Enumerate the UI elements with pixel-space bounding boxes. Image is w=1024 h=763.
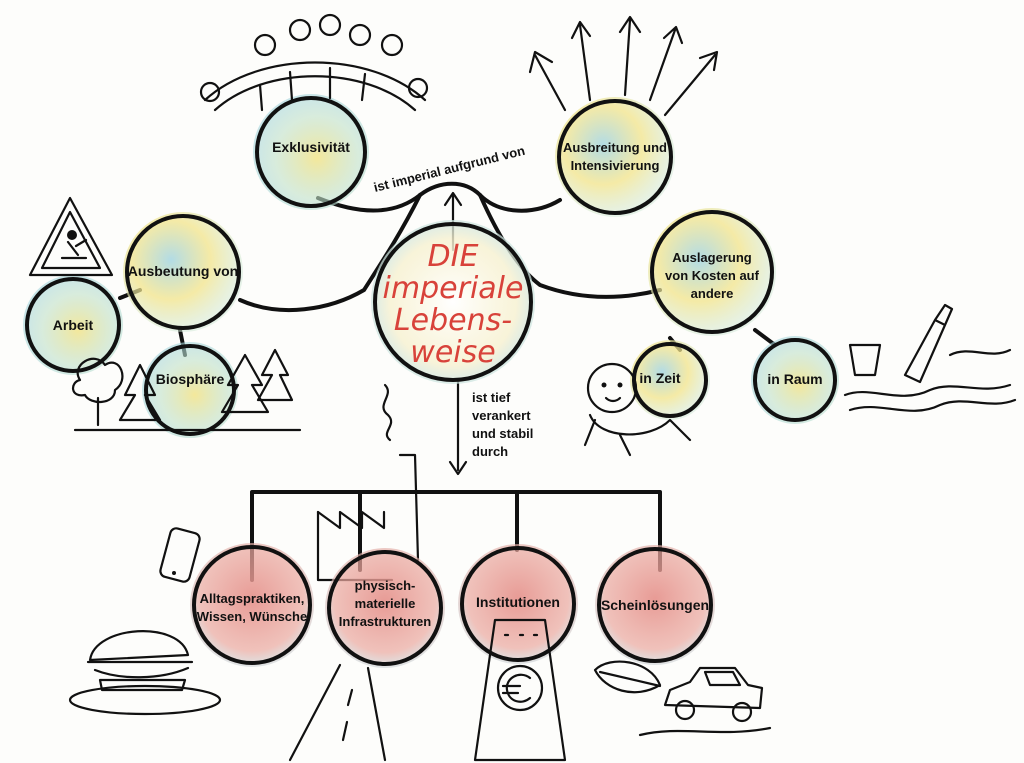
center-title-3: Lebens- bbox=[394, 303, 512, 338]
biosphaere-label: Biosphäre bbox=[156, 371, 225, 387]
alltag-label-2: Wissen, Wünsche bbox=[197, 609, 307, 624]
center-title-4: weise bbox=[410, 335, 495, 370]
arrows-up-icon bbox=[528, 15, 719, 117]
phone-icon bbox=[159, 527, 201, 583]
node-scheinloesungen: Scheinlösungen bbox=[595, 545, 715, 665]
node-exklusivitaet: Exklusivität bbox=[253, 94, 369, 210]
baby-icon bbox=[583, 362, 692, 457]
node-auslagerung: Auslagerung von Kosten auf andere bbox=[648, 208, 776, 336]
trash-bottle-icon bbox=[843, 303, 1017, 412]
node-institutionen: Institutionen bbox=[458, 544, 578, 664]
exklusivitaet-label: Exklusivität bbox=[272, 139, 350, 155]
alltag-label-1: Alltagspraktiken, bbox=[200, 591, 305, 606]
node-in-zeit: in Zeit bbox=[630, 340, 710, 420]
trees-icon bbox=[72, 348, 302, 432]
auslagerung-label-3: andere bbox=[691, 286, 734, 301]
node-arbeit: Arbeit bbox=[23, 275, 123, 375]
connector-top-label: ist imperial aufgrund von bbox=[372, 143, 526, 195]
connector-bottom-label-3: und stabil bbox=[472, 426, 533, 441]
road-icon bbox=[288, 663, 387, 762]
barbed-wire-icon bbox=[199, 13, 429, 112]
node-in-raum: in Raum bbox=[751, 336, 839, 424]
node-infrastruktur: physisch- materielle Infrastrukturen bbox=[325, 548, 445, 668]
center-node: DIE imperiale Lebens- weise bbox=[371, 220, 535, 384]
infra-label-1: physisch- bbox=[355, 578, 416, 593]
center-title-2: imperiale bbox=[383, 271, 524, 306]
node-biosphaere: Biosphäre bbox=[142, 342, 238, 438]
institutionen-label: Institutionen bbox=[476, 594, 560, 610]
burger-icon bbox=[68, 630, 222, 716]
connector-bottom-label-4: durch bbox=[472, 444, 508, 459]
connector-bottom-label-2: verankert bbox=[472, 408, 531, 423]
bank-euro-icon bbox=[473, 618, 567, 762]
ausbreitung-label-2: Intensivierung bbox=[571, 158, 660, 173]
auslagerung-label-1: Auslagerung bbox=[672, 250, 752, 265]
node-ausbeutung: Ausbeutung von bbox=[123, 212, 243, 332]
in-zeit-label: in Zeit bbox=[639, 370, 681, 386]
auslagerung-label-2: von Kosten auf bbox=[665, 268, 760, 283]
connector-bottom-label-1: ist tief bbox=[472, 390, 511, 405]
infra-label-2: materielle bbox=[355, 596, 416, 611]
ausbeutung-label: Ausbeutung von bbox=[128, 263, 238, 279]
node-ausbreitung: Ausbreitung und Intensivierung bbox=[555, 97, 675, 217]
car-icon bbox=[638, 666, 772, 737]
node-alltag: Alltagspraktiken, Wissen, Wünsche bbox=[190, 543, 314, 667]
in-raum-label: in Raum bbox=[767, 371, 822, 387]
schein-label: Scheinlösungen bbox=[601, 597, 709, 613]
center-title-1: DIE bbox=[428, 239, 479, 274]
ausbreitung-label-1: Ausbreitung und bbox=[563, 140, 667, 155]
arbeit-label: Arbeit bbox=[53, 317, 94, 333]
leaf-icon bbox=[593, 660, 662, 694]
infra-label-3: Infrastrukturen bbox=[339, 614, 432, 629]
warning-sign-icon bbox=[28, 196, 114, 277]
